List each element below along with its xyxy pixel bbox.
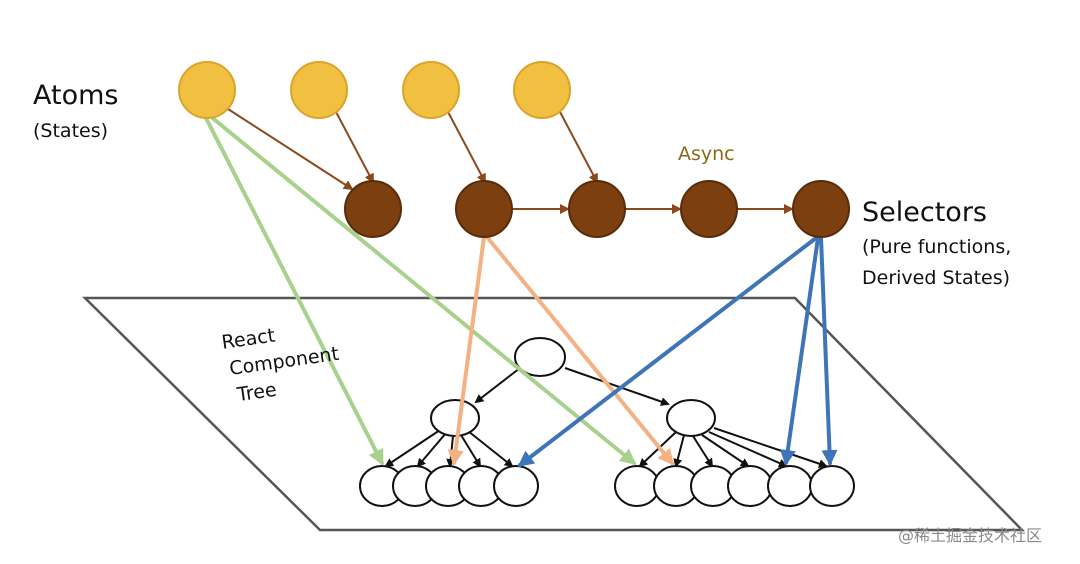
- atoms-subtitle: (States): [33, 120, 109, 142]
- react-component-tree-label: React Component Tree: [220, 314, 344, 410]
- component-leaf-node: [727, 465, 773, 507]
- selector-4: [680, 180, 738, 238]
- atom-component-arrow: [204, 116, 384, 466]
- component-leaf-node: [809, 465, 855, 507]
- tree-edge: [673, 434, 685, 468]
- selector-to-component-orange-arrows: [447, 235, 674, 466]
- watermark: @稀土掘金技术社区: [898, 526, 1043, 545]
- tree-edge: [384, 429, 441, 468]
- selector-component-arrow: [819, 236, 838, 466]
- selector-component-arrow: [517, 236, 818, 467]
- selector-to-component-blue-arrows: [517, 236, 838, 467]
- atom-selector-arrow: [558, 109, 598, 184]
- component-tree-plane: [81, 296, 1025, 532]
- selector-component-arrow: [485, 235, 674, 466]
- selector-2: [455, 180, 513, 238]
- atom-selector-arrow: [334, 109, 374, 184]
- selector-component-arrow: [779, 236, 820, 466]
- atom-to-component-arrows: [204, 114, 637, 466]
- tree-edge: [713, 427, 828, 469]
- selectors-subtitle-line1: (Pure functions,: [862, 236, 1012, 258]
- component-leaf-node: [493, 465, 539, 507]
- tree-edge: [708, 431, 788, 468]
- component-leaf-node: [767, 465, 813, 507]
- selectors-title: Selectors: [862, 197, 987, 228]
- component-tree-edges: [384, 367, 828, 469]
- component-node: [666, 399, 716, 437]
- component-leaf-node: [614, 465, 660, 507]
- atoms-title: Atoms: [33, 80, 119, 111]
- tree-edge: [467, 430, 514, 468]
- component-root-node: [514, 337, 566, 377]
- atom-2: [290, 61, 348, 119]
- tree-edge: [692, 435, 714, 468]
- component-tree-nodes: [359, 337, 855, 507]
- selector-3: [568, 180, 626, 238]
- tree-edge: [460, 434, 482, 468]
- tree-edge: [701, 434, 750, 468]
- async-label: Async: [678, 143, 735, 165]
- selectors-subtitle-line2: Derived States): [862, 267, 1011, 289]
- atom-3: [402, 61, 460, 119]
- tree-edge: [564, 367, 670, 406]
- selectors: [344, 180, 850, 238]
- atom-to-selector-arrows: [227, 108, 598, 191]
- selector-5: [792, 180, 850, 238]
- selector-component-arrow: [447, 235, 486, 466]
- atom-selector-arrow: [446, 109, 486, 184]
- atom-1: [178, 61, 236, 119]
- atom-4: [513, 61, 571, 119]
- tree-edge: [474, 367, 521, 404]
- selector-1: [344, 180, 402, 238]
- atoms: [178, 61, 571, 119]
- tree-edge: [416, 432, 447, 468]
- component-node: [430, 399, 480, 437]
- atom-selector-arrow: [227, 108, 354, 191]
- atom-component-arrow: [208, 114, 637, 465]
